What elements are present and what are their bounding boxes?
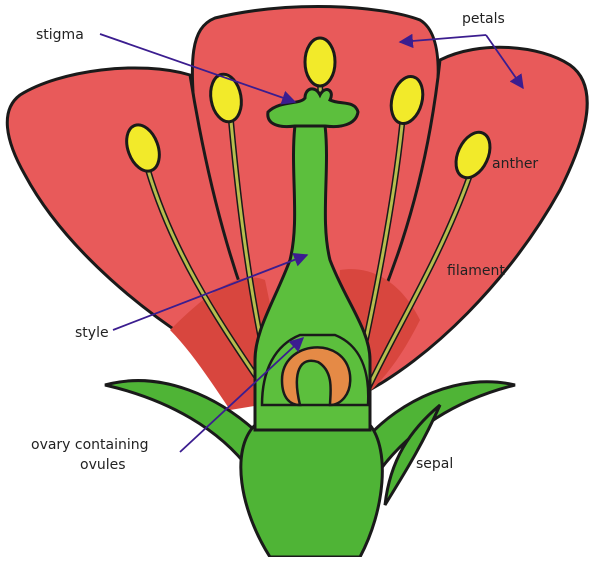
label-petals: petals (462, 11, 505, 27)
anther (125, 36, 492, 180)
stigma-shape (266, 87, 360, 129)
label-ovary-line2: ovules (80, 457, 126, 473)
stigma-pointer (99, 33, 297, 105)
label-style: style (75, 325, 109, 341)
pistil (239, 87, 384, 559)
receptacle (239, 423, 384, 559)
ovary-pointer (179, 337, 305, 453)
pointer-lines (99, 33, 524, 453)
label-filament: filament (447, 263, 505, 279)
label-ovary-line1: ovary containing (31, 437, 149, 453)
labels: stigma petals anther filament style ovar… (31, 11, 538, 473)
sepal-right-lower (383, 403, 442, 506)
label-sepal: sepal (416, 456, 453, 472)
style-ovary-body (253, 123, 372, 432)
style-pointer (112, 252, 309, 331)
label-stigma: stigma (36, 27, 84, 43)
petals-pointer-right (485, 34, 524, 90)
label-anther: anther (492, 156, 538, 172)
petals-pointer-left (398, 33, 487, 49)
ovary-inner-outline (260, 333, 370, 407)
ovules (280, 346, 352, 407)
